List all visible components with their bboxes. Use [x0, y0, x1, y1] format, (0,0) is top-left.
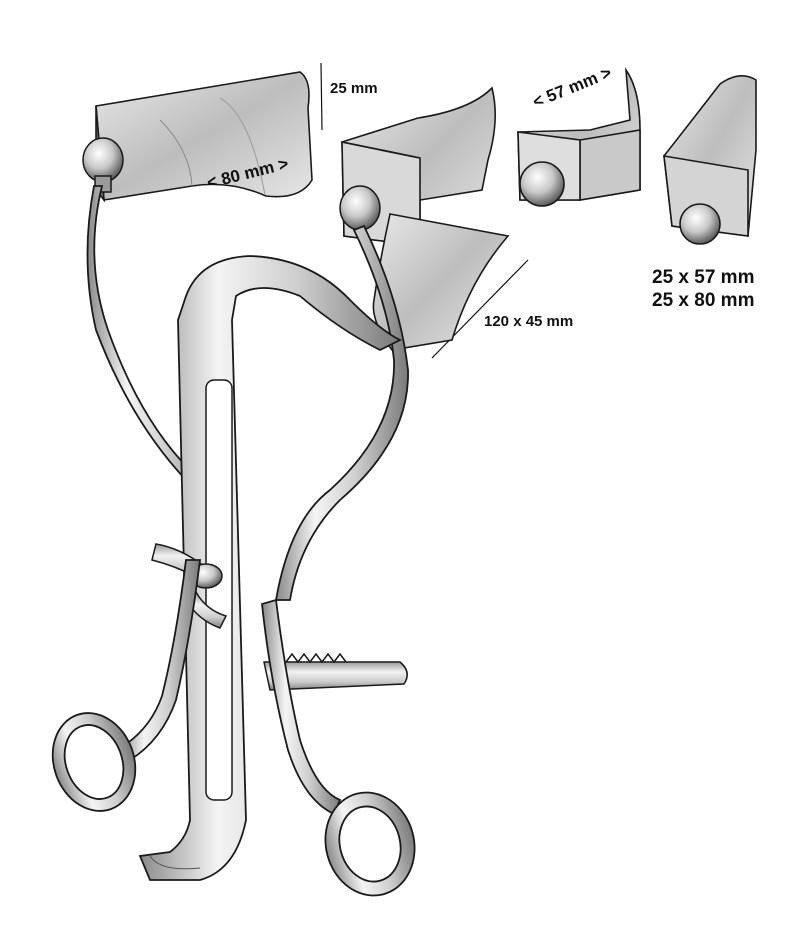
center-blade-knob	[339, 185, 381, 231]
large-blade	[95, 71, 313, 203]
dimension-lines	[320, 62, 529, 359]
central-u-blade	[138, 255, 403, 881]
blade-height-label: 25 mm	[330, 80, 378, 97]
ratchet-bar	[263, 652, 408, 691]
small-blade-80	[663, 75, 757, 245]
blade-sizes-list: 25 x 57 mm 25 x 80 mm	[652, 266, 754, 312]
left-handle	[51, 559, 202, 812]
bottom-blade-size-label: 120 x 45 mm	[484, 313, 574, 330]
blade-size-line-2: 25 x 80 mm	[652, 290, 755, 311]
small-blade-57	[517, 67, 641, 207]
right-handle	[261, 598, 416, 897]
blade-size-line-1: 25 x 57 mm	[652, 267, 755, 288]
